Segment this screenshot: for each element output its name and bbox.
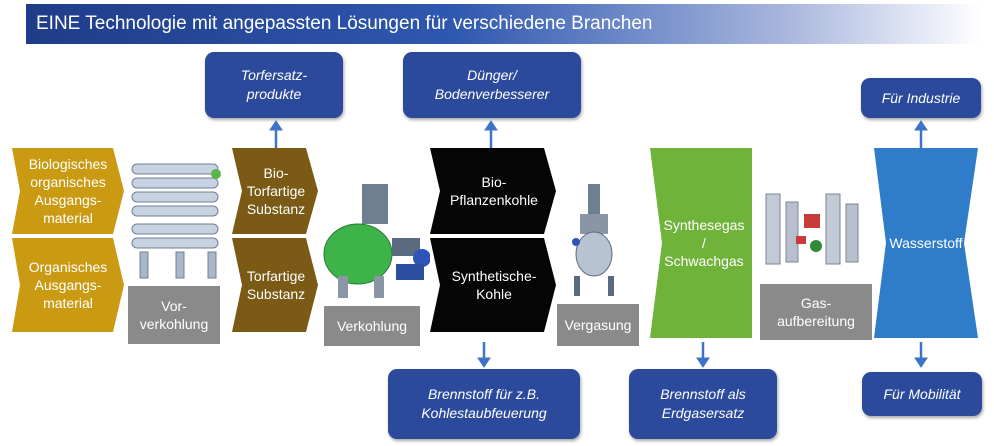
intermediate-bio-torf: Bio- Torfartige Substanz	[246, 164, 306, 218]
chevron-biologisch-shape	[12, 148, 124, 234]
vorverkohlung-reactor-illustration	[131, 163, 221, 279]
chevron-synthkohle-shape	[430, 238, 556, 332]
chevron-synthesegas-shape	[650, 148, 752, 338]
chevron-wasserstoff-shape	[874, 148, 978, 338]
process-vergasung: Vergasung	[557, 304, 639, 346]
chevron-torf-shape	[232, 238, 318, 332]
chevron-bio-torf-shape	[232, 148, 318, 234]
verkohlung-reactor-illustration	[323, 184, 430, 298]
output-kohlestaub: Brennstoff für z.B. Kohlestaubfeuerung	[388, 369, 580, 439]
process-vorverkohlung: Vor- verkohlung	[128, 286, 220, 344]
arrow-head-kohlestaub	[477, 357, 491, 368]
process-gasaufbereitung: Gas- aufbereitung	[760, 284, 872, 340]
arrow-head-torfersatz	[269, 120, 283, 131]
output-mobilitaet: Für Mobilität	[862, 372, 982, 416]
arrow-head-duenger	[484, 120, 498, 131]
arrow-head-mobilitaet	[914, 357, 928, 368]
output-torfersatz: Torfersatz- produkte	[205, 52, 343, 118]
arrow-head-erdgasersatz	[696, 357, 710, 368]
intermediate-synth-kohle: Synthetische- Kohle	[451, 267, 537, 302]
output-erdgasersatz: Brennstoff als Erdgasersatz	[629, 369, 777, 439]
input-biologisch: Biologisches organisches Ausgangs- mater…	[28, 155, 108, 227]
input-organisch: Organisches Ausgangs- material	[28, 258, 108, 312]
output-industrie: Für Industrie	[861, 78, 981, 118]
vergasung-reactor-illustration	[572, 184, 614, 296]
intermediate-wasserstoff: Wasserstoff	[889, 234, 963, 251]
title-banner: EINE Technologie mit angepassten Lösunge…	[26, 4, 982, 44]
process-verkohlung: Verkohlung	[324, 306, 420, 346]
intermediate-bio-pflanzenkohle: Bio- Pflanzenkohle	[450, 173, 538, 208]
chevron-pflanzenkohle-shape	[430, 148, 556, 234]
chevron-organisch-shape	[12, 238, 124, 332]
arrow-head-industrie	[914, 120, 928, 131]
output-duenger: Dünger/ Bodenverbesserer	[403, 52, 581, 118]
intermediate-torf: Torfartige Substanz	[246, 267, 306, 302]
page-title: EINE Technologie mit angepassten Lösunge…	[36, 13, 653, 34]
intermediate-synthesegas: Synthesegas / Schwachgas	[663, 216, 745, 270]
gasaufbereitung-plant-illustration	[765, 193, 859, 265]
